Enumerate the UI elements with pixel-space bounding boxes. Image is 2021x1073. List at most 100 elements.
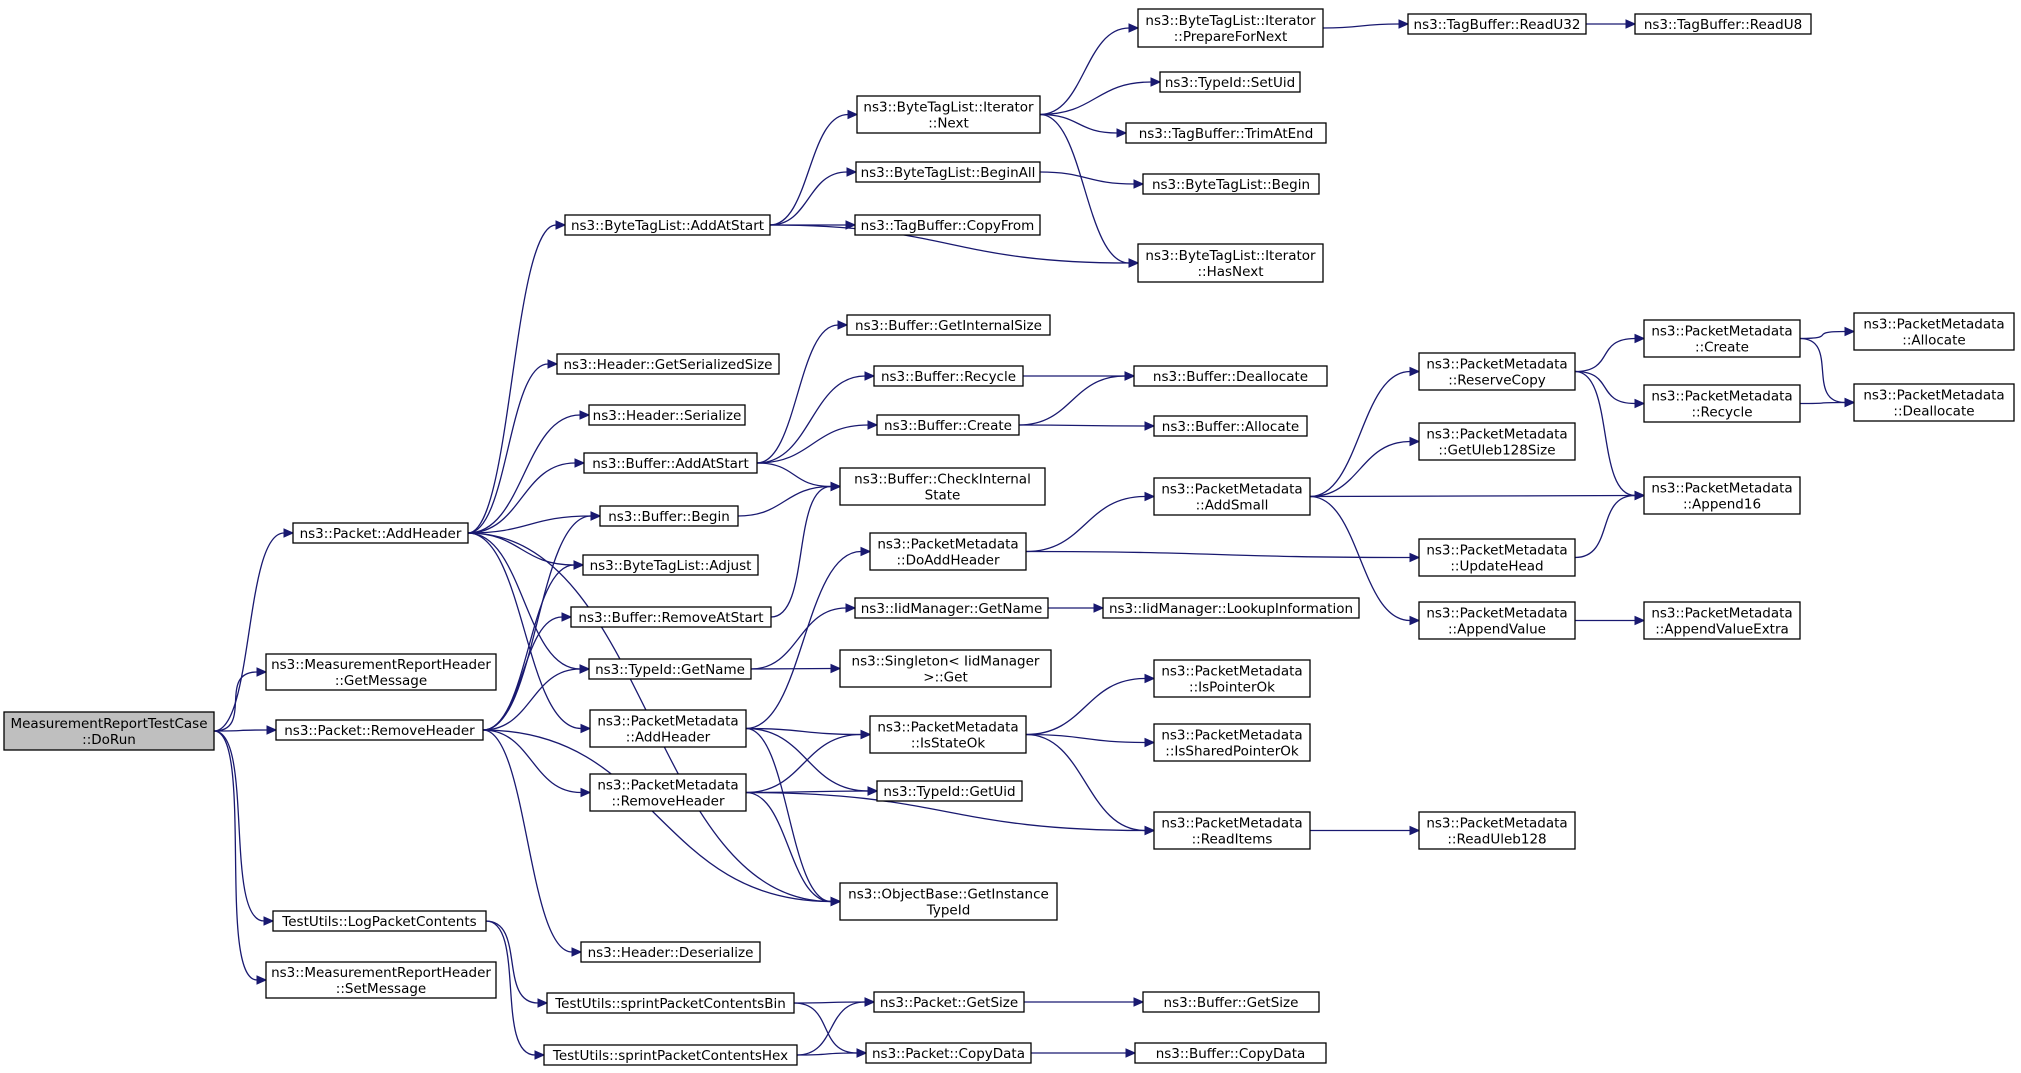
node-label: ::GetUleb128Size: [1438, 443, 1555, 459]
node-box: [1418, 352, 1576, 391]
node-label: ::Recycle: [1691, 405, 1752, 421]
node-buf-removeatstart[interactable]: ns3::Buffer::RemoveAtStart: [570, 606, 772, 628]
node-tu-hex[interactable]: TestUtils::sprintPacketContentsHex: [543, 1044, 798, 1066]
node-box: [1133, 365, 1328, 387]
arrowhead: [1844, 397, 1856, 408]
arrowhead: [1133, 997, 1145, 1007]
node-pm-deallocate[interactable]: ns3::PacketMetadata::Deallocate: [1853, 383, 2015, 422]
node-tb-readu32[interactable]: ns3::TagBuffer::ReadU32: [1407, 13, 1587, 35]
node-label: ::UpdateHead: [1450, 559, 1543, 575]
edge-btl-addatstart-to-btli-next: [769, 113, 849, 226]
arrowhead: [590, 511, 602, 521]
arrowhead: [1128, 23, 1140, 33]
edge-typeid-getname-to-singleton-get: [750, 667, 832, 670]
node-iid-lookup[interactable]: ns3::IidManager::LookupInformation: [1102, 597, 1360, 619]
node-tb-readu8[interactable]: ns3::TagBuffer::ReadU8: [1634, 13, 1812, 35]
node-btl-adjust[interactable]: ns3::ByteTagList::Adjust: [582, 554, 759, 576]
node-box: [839, 467, 1046, 506]
node-typeid-getname[interactable]: ns3::TypeId::GetName: [588, 658, 752, 680]
node-buf-create[interactable]: ns3::Buffer::Create: [876, 414, 1020, 436]
node-pm-recycle[interactable]: ns3::PacketMetadata::Recycle: [1643, 384, 1801, 423]
node-pm-getuleb128size[interactable]: ns3::PacketMetadata::GetUleb128Size: [1418, 422, 1576, 461]
node-pm-allocate[interactable]: ns3::PacketMetadata::Allocate: [1853, 312, 2015, 351]
node-label: ns3::PacketMetadata: [1426, 816, 1567, 832]
node-pm-reservecopy[interactable]: ns3::PacketMetadata::ReserveCopy: [1418, 352, 1576, 391]
arrowhead: [1409, 366, 1421, 377]
node-pm-isstateok[interactable]: ns3::PacketMetadata::IsStateOk: [869, 715, 1027, 754]
arrowhead: [1144, 737, 1156, 748]
node-pm-readuleb128[interactable]: ns3::PacketMetadata::ReadUleb128: [1418, 811, 1576, 850]
node-label: ns3::Buffer::Create: [884, 418, 1012, 434]
node-pm-append16[interactable]: ns3::PacketMetadata::Append16: [1643, 476, 1801, 515]
node-box: [1102, 597, 1360, 619]
call-edges: [213, 19, 1856, 1060]
node-pm-create[interactable]: ns3::PacketMetadata::Create: [1643, 319, 1801, 358]
arrowhead: [864, 371, 876, 381]
node-pm-removeheader[interactable]: ns3::PacketMetadata::RemoveHeader: [589, 773, 747, 812]
node-btli-next[interactable]: ns3::ByteTagList::Iterator::Next: [856, 95, 1041, 134]
node-btli-preparefornext[interactable]: ns3::ByteTagList::Iterator::PrepareForNe…: [1137, 8, 1324, 48]
node-pkt-addheader[interactable]: ns3::Packet::AddHeader: [292, 522, 469, 544]
node-tu-log[interactable]: TestUtils::LogPacketContents: [272, 910, 487, 932]
edge-pkt-addheader-to-btl-addatstart: [467, 224, 557, 534]
node-buf-copydata[interactable]: ns3::Buffer::CopyData: [1134, 1042, 1327, 1064]
node-tu-bin[interactable]: TestUtils::sprintPacketContentsBin: [546, 992, 795, 1014]
edge-pkt-removeheader-to-hdr-deserialize: [482, 729, 573, 953]
node-iid-getname[interactable]: ns3::IidManager::GetName: [854, 597, 1049, 619]
node-pkt-removeheader[interactable]: ns3::Packet::RemoveHeader: [275, 719, 484, 741]
node-box: [846, 314, 1051, 336]
node-label: TestUtils::LogPacketContents: [281, 914, 476, 930]
node-buf-getsize[interactable]: ns3::Buffer::GetSize: [1142, 991, 1320, 1013]
node-buf-addatstart[interactable]: ns3::Buffer::AddAtStart: [583, 452, 758, 474]
node-buf-begin[interactable]: ns3::Buffer::Begin: [599, 505, 739, 527]
node-pm-issharedpointerok[interactable]: ns3::PacketMetadata::IsSharedPointerOk: [1153, 723, 1311, 762]
arrowhead: [571, 947, 583, 957]
arrowhead: [561, 612, 573, 622]
node-pm-addheader[interactable]: ns3::PacketMetadata::AddHeader: [589, 709, 747, 748]
node-pm-addsmall[interactable]: ns3::PacketMetadata::AddSmall: [1153, 477, 1311, 516]
node-singleton-get[interactable]: ns3::Singleton< IidManager>::Get: [839, 649, 1052, 688]
node-pm-readitems[interactable]: ns3::PacketMetadata::ReadItems: [1153, 811, 1311, 850]
node-btl-addatstart[interactable]: ns3::ByteTagList::AddAtStart: [564, 214, 771, 236]
node-buf-recycle[interactable]: ns3::Buffer::Recycle: [873, 365, 1024, 387]
node-label: ns3::Singleton< IidManager: [852, 654, 1040, 670]
node-typeid-setuid[interactable]: ns3::TypeId::SetUid: [1159, 71, 1301, 93]
node-box: [839, 882, 1058, 921]
node-btli-hasnext[interactable]: ns3::ByteTagList::Iterator::HasNext: [1137, 243, 1324, 283]
edge-tu-bin-to-pkt-getsize: [793, 1001, 866, 1004]
node-pm-appendvalueextra[interactable]: ns3::PacketMetadata::AppendValueExtra: [1643, 601, 1801, 640]
node-typeid-getuid[interactable]: ns3::TypeId::GetUid: [876, 780, 1023, 802]
node-pm-doaddheader[interactable]: ns3::PacketMetadata::DoAddHeader: [869, 532, 1027, 571]
node-hdr-deserialize[interactable]: ns3::Header::Deserialize: [580, 941, 761, 963]
node-buf-deallocate[interactable]: ns3::Buffer::Deallocate: [1133, 365, 1328, 387]
node-buf-getinternalsize[interactable]: ns3::Buffer::GetInternalSize: [846, 314, 1051, 336]
node-pm-updatehead[interactable]: ns3::PacketMetadata::UpdateHead: [1418, 538, 1576, 577]
arrowhead: [1634, 490, 1646, 501]
node-label: ns3::ByteTagList::Adjust: [590, 558, 752, 574]
edge-pkt-addheader-to-pm-addheader: [467, 532, 582, 730]
node-pm-appendvalue[interactable]: ns3::PacketMetadata::AppendValue: [1418, 601, 1576, 640]
node-box: [1643, 476, 1801, 515]
node-tb-copyfrom[interactable]: ns3::TagBuffer::CopyFrom: [854, 214, 1041, 236]
node-buf-allocate[interactable]: ns3::Buffer::Allocate: [1153, 415, 1308, 437]
node-hdr-getsersize[interactable]: ns3::Header::GetSerializedSize: [556, 353, 780, 375]
arrowhead: [1634, 333, 1646, 344]
node-tb-trimatend[interactable]: ns3::TagBuffer::TrimAtEnd: [1125, 122, 1327, 144]
node-box: [589, 773, 747, 812]
edge-pkt-removeheader-to-btl-adjust: [482, 564, 575, 731]
node-hdr-serialize[interactable]: ns3::Header::Serialize: [588, 404, 746, 426]
node-btl-beginall[interactable]: ns3::ByteTagList::BeginAll: [855, 161, 1041, 183]
node-btl-begin[interactable]: ns3::ByteTagList::Begin: [1142, 173, 1320, 195]
node-mrh-setmessage[interactable]: ns3::MeasurementReportHeader::SetMessage: [265, 961, 497, 999]
arrowhead: [1150, 77, 1162, 87]
node-pkt-copydata[interactable]: ns3::Packet::CopyData: [865, 1042, 1032, 1064]
node-mrh-getmessage[interactable]: ns3::MeasurementReportHeader::GetMessage: [265, 653, 497, 691]
edge-pm-removeheader-to-pm-isstateok: [745, 733, 862, 794]
arrowhead: [579, 664, 591, 674]
node-pkt-getsize[interactable]: ns3::Packet::GetSize: [873, 991, 1025, 1013]
node-label: TypeId: [926, 903, 971, 919]
node-label: ns3::PacketMetadata: [1161, 664, 1302, 680]
node-pm-ispointerok[interactable]: ns3::PacketMetadata::IsPointerOk: [1153, 659, 1311, 698]
